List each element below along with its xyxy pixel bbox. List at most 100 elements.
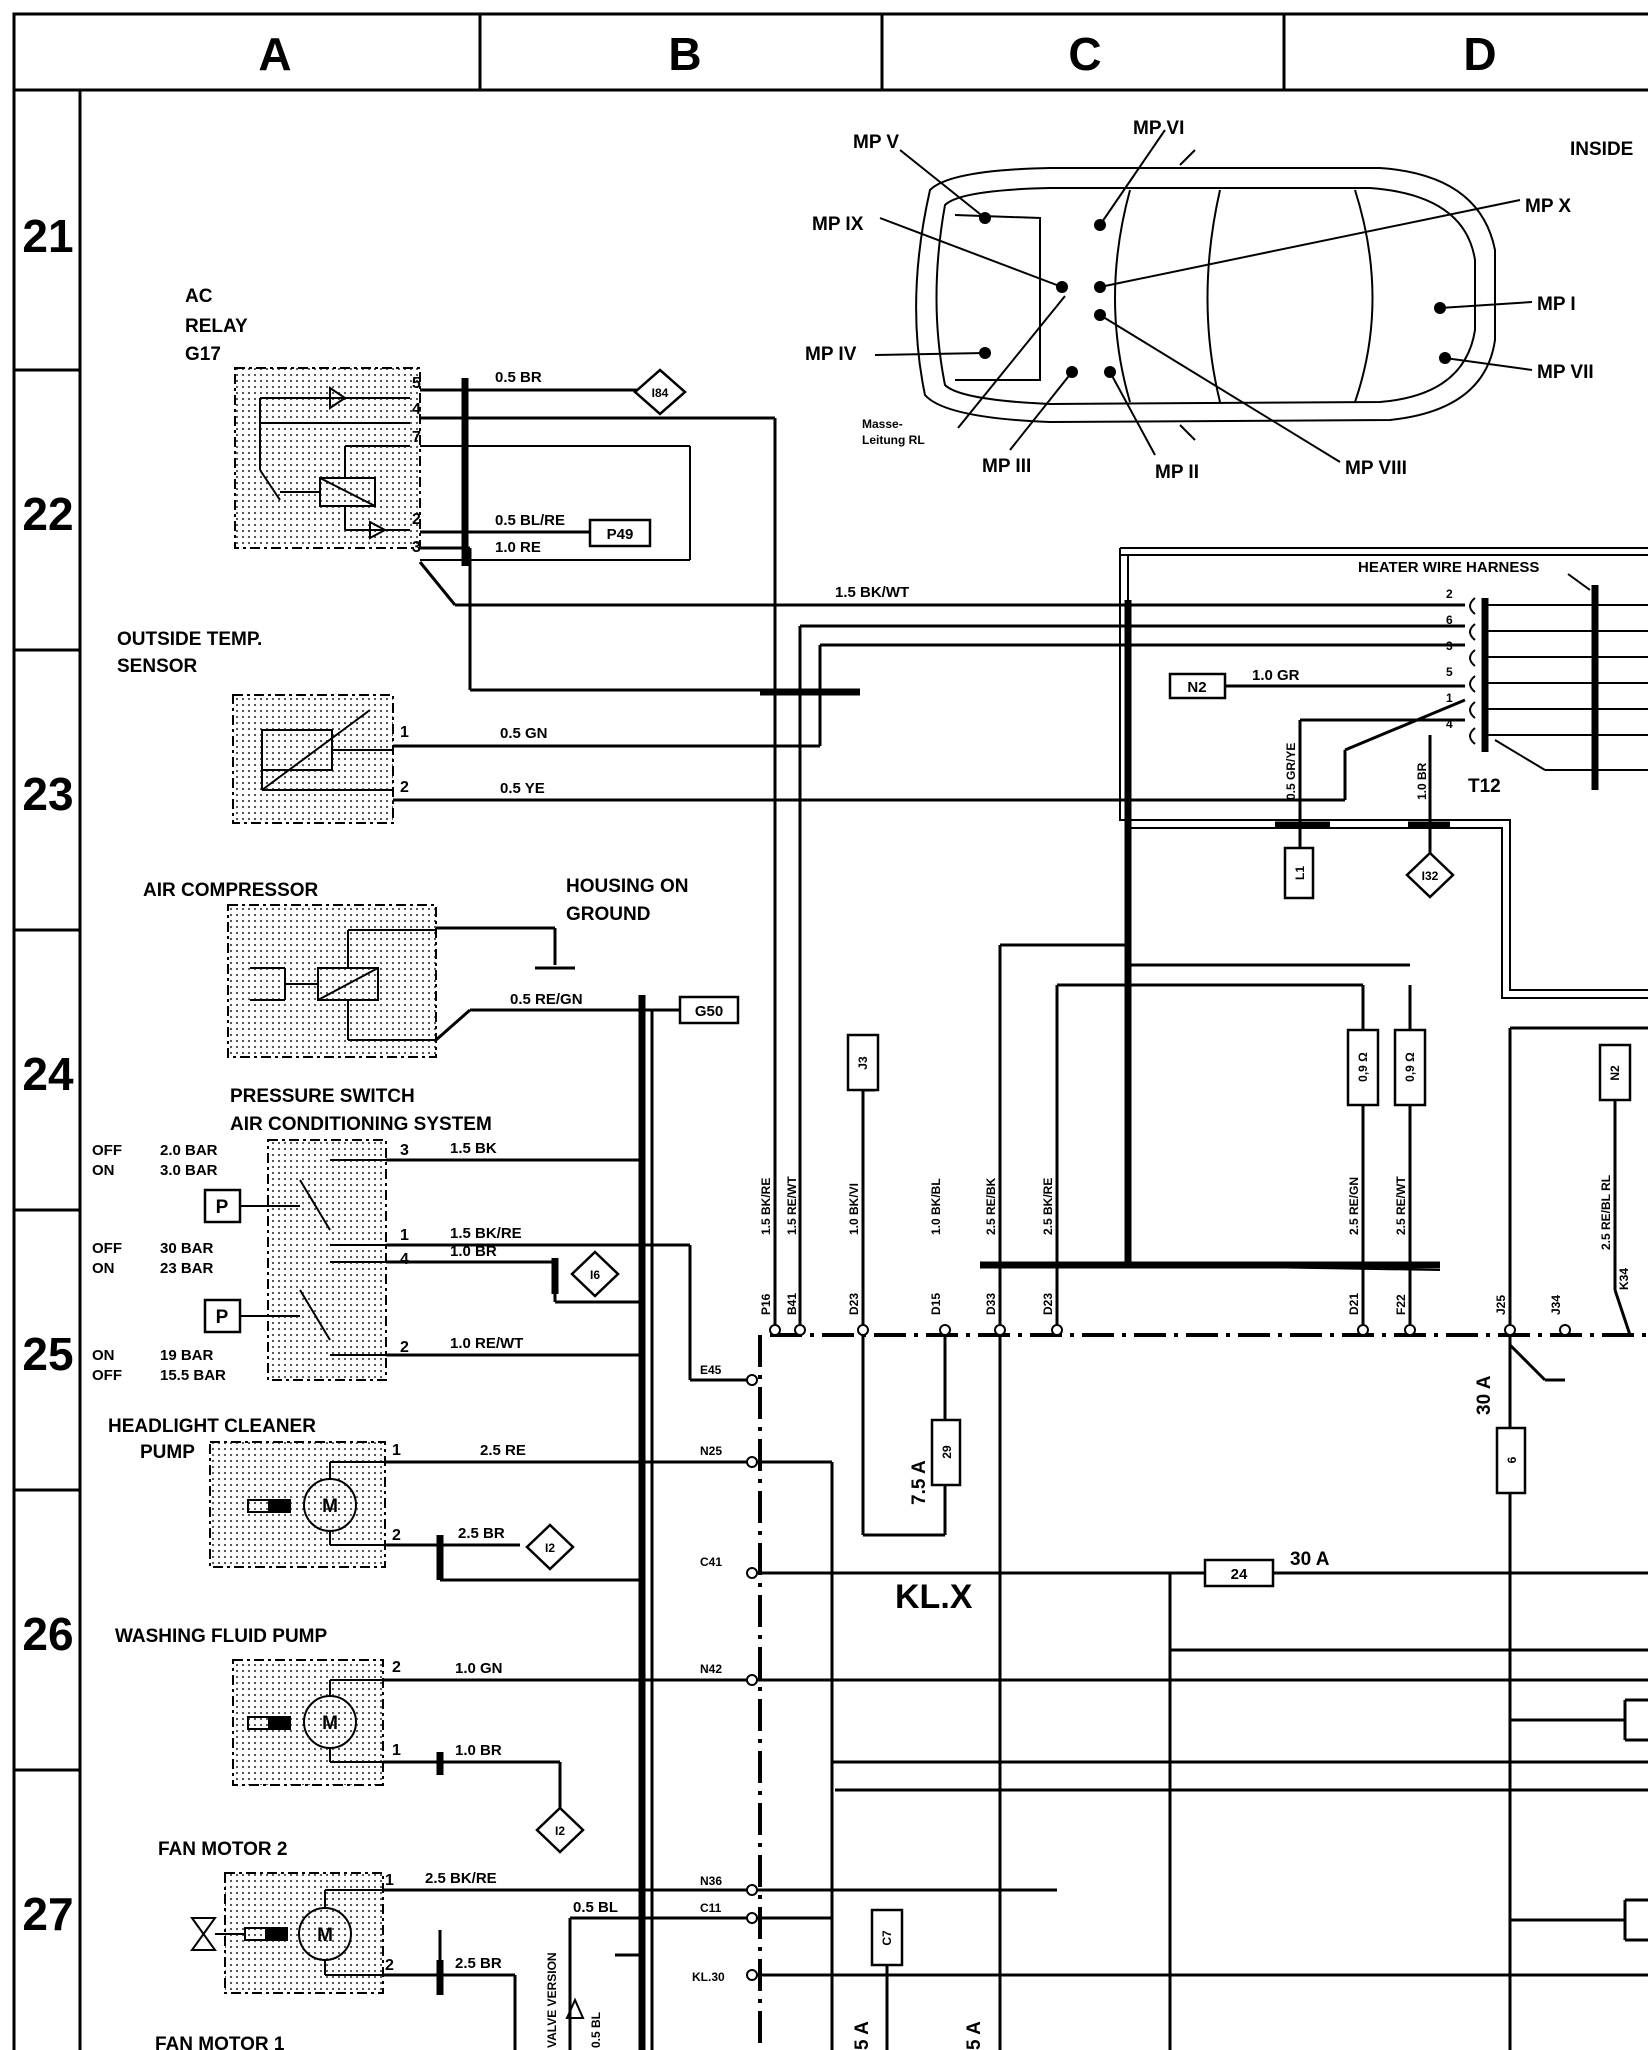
switch-pin-4: 4 — [400, 1251, 409, 1268]
fan-motor-2-box — [224, 1872, 384, 1994]
fuse-6 — [1495, 1426, 1527, 1495]
wire-gr-10-label: 1.0 GR — [1252, 667, 1300, 684]
row-label-27: 27 — [22, 1888, 73, 1940]
tag-n2-right — [1598, 1043, 1632, 1102]
fuse-29-amp: 7.5 A — [909, 1460, 930, 1505]
tag-i84-label: I84 — [652, 386, 669, 400]
tag-i32-label: I32 — [1422, 869, 1439, 883]
outside-temp-sensor-internal — [261, 709, 393, 791]
sensor-pin-1: 1 — [400, 724, 409, 741]
fan-motor-2-motor: M — [190, 1889, 383, 1976]
ground-label-masse-1: Masse- — [862, 417, 903, 431]
headlight-pump-motor: M — [247, 1461, 385, 1546]
sensor-pin-2: 2 — [400, 779, 409, 796]
wire-gn-05: 0.5 GN — [500, 725, 548, 742]
wire-br-25b: 2.5 BR — [455, 1955, 502, 1972]
tag-l1-label: L1 — [1293, 866, 1307, 880]
ac-relay-label-1: AC — [185, 286, 213, 307]
tag-i6-label: I6 — [590, 1268, 600, 1282]
svg-text:M: M — [322, 1713, 338, 1734]
ground-label-mp-viii: MP VIII — [1345, 458, 1407, 479]
heater-harness-label: HEATER WIRE HARNESS — [1358, 559, 1539, 576]
heater-harness-connector — [1469, 585, 1648, 790]
vertical-feeders — [861, 935, 1648, 2050]
pressure-switch-box — [267, 1139, 387, 1381]
pressure-1-state2: ON — [92, 1162, 115, 1179]
conn-k34: K34 — [1617, 1268, 1631, 1290]
vwire-bk-re-25: 2.5 BK/RE — [1041, 1178, 1055, 1235]
wire-br-25: 2.5 BR — [458, 1525, 505, 1542]
ac-relay-pin-5: 5 — [412, 375, 421, 392]
row-label-23: 23 — [22, 768, 73, 820]
wire-re-wt-10: 1.0 RE/WT — [450, 1335, 523, 1352]
ground-label-mp-ii: MP II — [1155, 462, 1199, 483]
washing-pump-box — [232, 1659, 384, 1786]
tag-i2b-label: I2 — [555, 1824, 565, 1838]
conn-d23b: D23 — [1041, 1293, 1055, 1315]
wire-bk-re-25: 2.5 BK/RE — [425, 1870, 497, 1887]
vwire-bl-05: 0.5 BL — [589, 2012, 603, 2048]
pressure-2-val2: 23 BAR — [160, 1260, 214, 1277]
headlight-pump-box — [209, 1441, 386, 1568]
conn-d23a: D23 — [847, 1293, 861, 1315]
pressure-1-val2: 3.0 BAR — [160, 1162, 218, 1179]
harness-pin-5: 5 — [1446, 665, 1453, 679]
harness-pin-4: 4 — [1446, 717, 1453, 731]
ground-label-mp-x: MP X — [1525, 196, 1571, 217]
conn-n42: N42 — [700, 1662, 722, 1676]
resistor-1 — [1346, 1028, 1380, 1107]
wire-ye-05: 0.5 YE — [500, 780, 545, 797]
wash-pin-1: 1 — [392, 1742, 401, 1759]
conn-d33: D33 — [984, 1293, 998, 1315]
fan-pin-2: 2 — [385, 1957, 394, 1974]
conn-j25: J25 — [1494, 1295, 1508, 1315]
fuse-24 — [1203, 1558, 1275, 1588]
harness-pin-3: 3 — [1446, 639, 1453, 653]
column-label-d: D — [1463, 28, 1496, 80]
wire-relay-5: 0.5 BR — [495, 369, 542, 386]
tag-n2-harness-label: N2 — [1187, 679, 1206, 696]
ground-label-masse-2: Leitung RL — [862, 433, 925, 447]
fuse-29 — [930, 1418, 962, 1487]
washing-pump-motor: M — [247, 1679, 383, 1763]
pressure-3-state1: ON — [92, 1347, 115, 1364]
tag-g50-label: G50 — [695, 1003, 723, 1020]
conn-b41: B41 — [785, 1293, 799, 1315]
conn-e45: E45 — [700, 1363, 722, 1377]
conn-c11: C11 — [700, 1901, 722, 1915]
ac-relay-label-3: G17 — [185, 344, 221, 365]
vwire-re-wt-25: 2.5 RE/WT — [1394, 1176, 1408, 1235]
conn-n25: N25 — [700, 1444, 722, 1458]
pressure-switch-label-1: PRESSURE SWITCH — [230, 1086, 415, 1107]
tag-j3-label: J3 — [856, 1056, 870, 1070]
headlight-pump-label-2: PUMP — [140, 1442, 195, 1463]
vwire-re-bl-25: 2.5 RE/BL RL — [1599, 1175, 1613, 1250]
wire-re-25: 2.5 RE — [480, 1442, 526, 1459]
column-label-a: A — [258, 28, 291, 80]
wash-pin-2: 2 — [392, 1659, 401, 1676]
vwire-bk-vi-10: 1.0 BK/VI — [847, 1183, 861, 1235]
valve-diode-icon — [565, 1997, 585, 2019]
harness-pin-2: 2 — [1446, 587, 1453, 601]
fan-pin-1: 1 — [385, 1872, 394, 1889]
fuse-bottom-1: 5 A — [852, 2021, 873, 2050]
row-label-25: 25 — [22, 1328, 73, 1380]
switch-pin-2: 2 — [400, 1339, 409, 1356]
harness-trunk — [1119, 547, 1648, 999]
ac-relay-pin-4: 4 — [412, 401, 421, 418]
pressure-1-state1: OFF — [92, 1142, 122, 1159]
pressure-2-state2: ON — [92, 1260, 115, 1277]
tag-p49 — [588, 518, 652, 548]
wire-gr-ye-05: 0.5 GR/YE — [1284, 743, 1298, 800]
tag-i6 — [570, 1250, 620, 1298]
inside-label: INSIDE — [1570, 139, 1633, 160]
fuse-6-amp: 30 A — [1474, 1375, 1495, 1415]
valve-version-label: VALVE VERSION — [545, 1952, 559, 2048]
wire-relay-3: 1.0 RE — [495, 539, 541, 556]
grid-frame — [12, 12, 1648, 2050]
pressure-p-symbol-1 — [203, 1188, 242, 1224]
vwire-bk-re-15: 1.5 BK/RE — [759, 1178, 773, 1235]
fan-motor-1-label: FAN MOTOR 1 — [155, 2034, 285, 2050]
wire-compressor-out — [435, 1008, 471, 1042]
wire-br-10b: 1.0 BR — [455, 1742, 502, 1759]
